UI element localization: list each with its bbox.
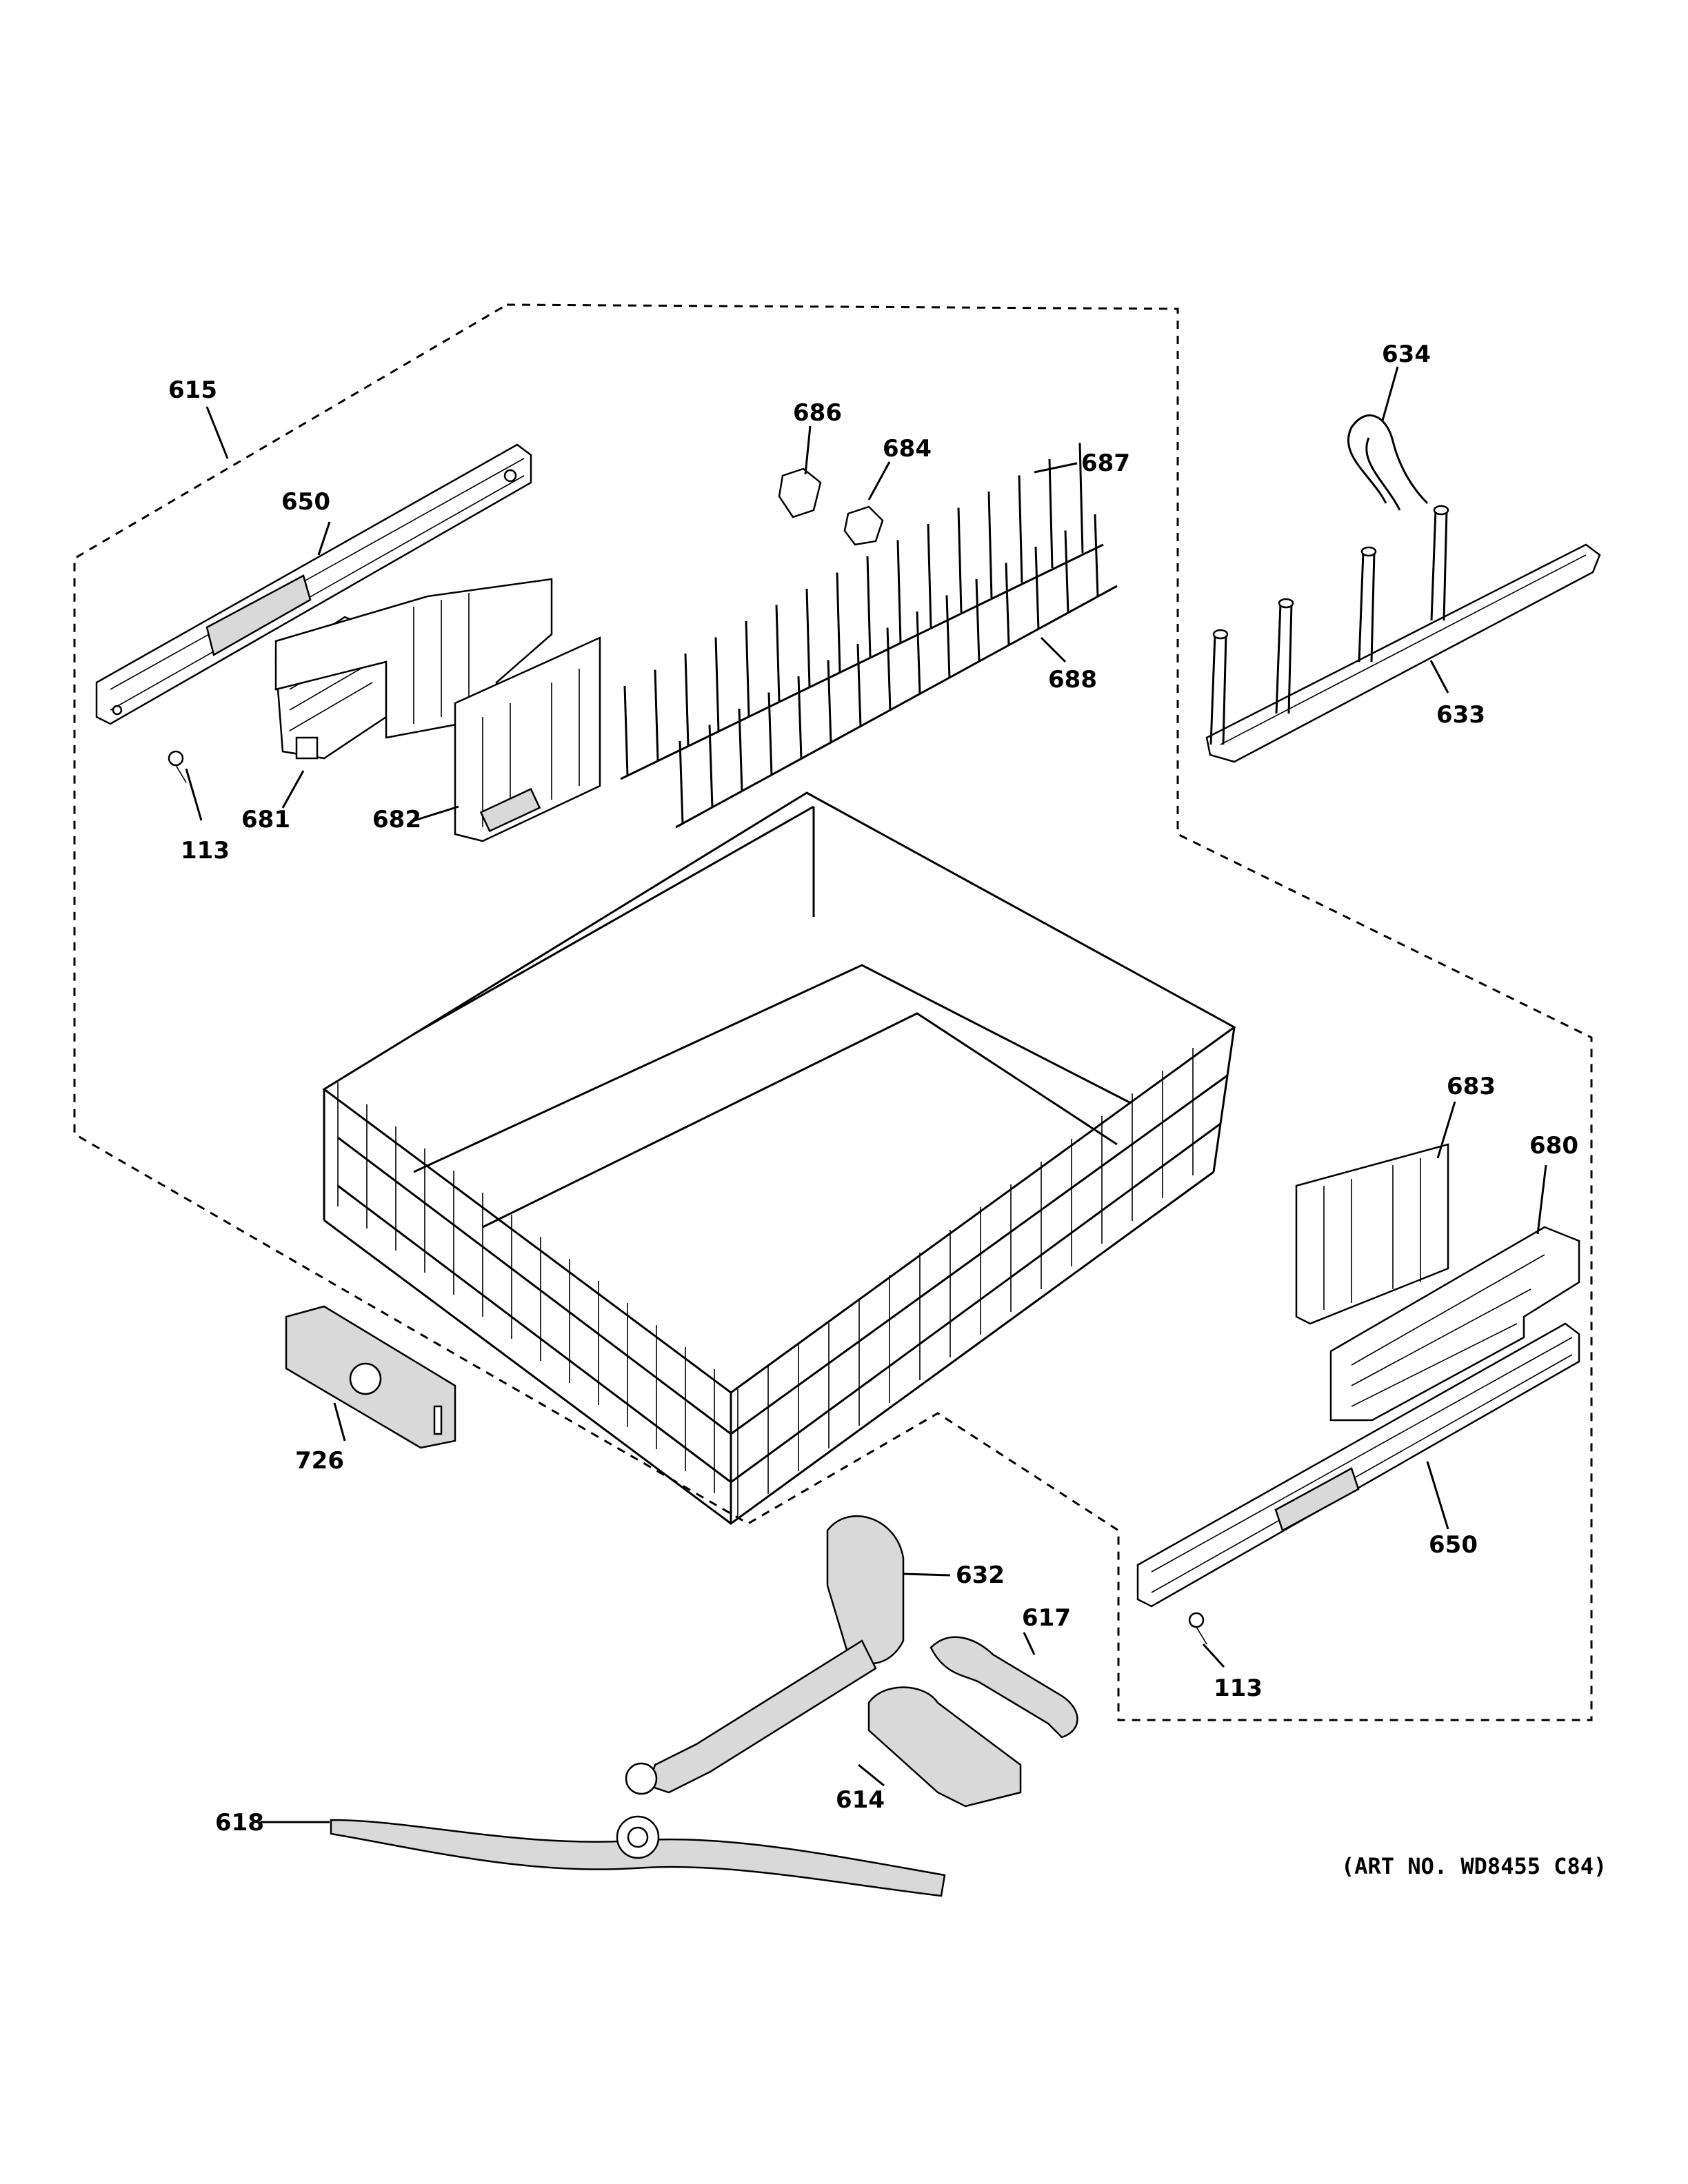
wire-segment	[1209, 634, 1216, 745]
wire-segment	[805, 588, 811, 687]
callout-632: 632	[956, 1561, 1005, 1589]
wire-segment	[654, 669, 659, 761]
wire-segment	[886, 627, 892, 711]
wire-segment	[714, 637, 720, 731]
wire-segment	[927, 523, 932, 628]
upper-rack-basket	[322, 791, 1236, 1525]
rack-adjuster-plate-683	[1295, 1143, 1449, 1325]
wire-segment	[1370, 551, 1376, 663]
rack-633	[1205, 543, 1601, 763]
callout-680: 680	[1529, 1132, 1578, 1160]
wire-segment	[1034, 546, 1040, 630]
callout-113-left: 113	[181, 837, 230, 865]
wire-segment	[1443, 509, 1448, 621]
wire-segment	[708, 725, 714, 808]
callout-113-right: 113	[1214, 1675, 1263, 1702]
spray-arm-618	[330, 1815, 946, 1897]
wire-segment	[975, 578, 981, 663]
wire-segment	[1358, 551, 1365, 663]
handle-634	[1347, 414, 1429, 511]
callout-684: 684	[883, 435, 932, 463]
wire-segment	[1078, 443, 1084, 554]
wire-segment	[745, 620, 750, 717]
badge-726	[285, 1305, 456, 1449]
wire-segment	[1018, 475, 1023, 583]
wire-segment	[1275, 603, 1282, 714]
callout-682: 682	[372, 806, 421, 833]
wire-segment	[1094, 514, 1099, 598]
rack-adjuster-680	[1329, 1226, 1580, 1422]
post-cap	[1360, 546, 1377, 557]
wire-segment	[1048, 458, 1054, 569]
callout-650-left: 650	[281, 488, 330, 516]
callout-687: 687	[1081, 449, 1130, 477]
callout-617: 617	[1022, 1604, 1071, 1632]
wire-segment	[1005, 563, 1010, 646]
wire-segment	[945, 595, 951, 678]
callout-681: 681	[241, 806, 290, 833]
wire-segment	[827, 660, 832, 743]
wire-segment	[767, 692, 773, 776]
tube-617	[930, 1636, 1078, 1739]
callout-688: 688	[1048, 666, 1097, 694]
callout-615: 615	[168, 376, 217, 404]
wire-segment	[684, 653, 690, 747]
wire-segment	[775, 605, 781, 702]
post-cap	[1278, 598, 1294, 609]
wire-segment	[896, 540, 902, 643]
callout-650-right: 650	[1429, 1531, 1478, 1559]
wire-segment	[675, 585, 1118, 829]
callout-618: 618	[215, 1809, 264, 1837]
cover-614	[867, 1686, 1022, 1808]
wire-segment	[738, 708, 743, 792]
wire-segment	[623, 685, 629, 776]
screw-113-left	[168, 750, 187, 783]
right-rack-slide-rail	[1136, 1322, 1580, 1608]
upper-rack-group-outline	[73, 303, 1593, 1721]
clip-686	[778, 467, 822, 518]
clip-684	[843, 505, 884, 546]
callout-leaders	[185, 366, 1547, 1823]
wire-segment	[856, 643, 862, 727]
callout-634: 634	[1382, 341, 1431, 368]
callout-686: 686	[793, 399, 842, 427]
callout-633: 633	[1436, 701, 1485, 729]
art-number: (ART NO. WD8455 C84)	[1341, 1853, 1607, 1879]
callout-614: 614	[836, 1786, 885, 1814]
wire-segment	[620, 543, 1104, 780]
rack-633-posts	[1209, 505, 1449, 745]
wire-segment	[916, 611, 921, 695]
wire-segment	[1064, 530, 1069, 614]
wire-segment	[866, 556, 872, 658]
wire-segment	[679, 740, 684, 825]
callout-labels: 615 650 113 681 682 686 684 687 688 634 …	[168, 341, 1578, 1837]
left-rack-slide-rail	[95, 443, 532, 725]
wire-segment	[1430, 509, 1437, 621]
post-cap	[1212, 629, 1229, 640]
callout-726: 726	[295, 1447, 344, 1475]
wire-segment	[797, 676, 803, 760]
screw-113-right	[1188, 1612, 1207, 1645]
wire-segment	[1222, 634, 1227, 745]
wire-segment	[1287, 603, 1293, 714]
wire-segment	[987, 491, 993, 598]
conduit-632	[625, 1515, 905, 1795]
tine-rows-687-688	[620, 443, 1118, 829]
wire-segment	[836, 572, 841, 672]
callout-683: 683	[1447, 1073, 1496, 1100]
rack-adjuster-plate-682	[454, 636, 601, 842]
wire-segment	[957, 507, 963, 613]
post-cap	[1433, 505, 1449, 516]
